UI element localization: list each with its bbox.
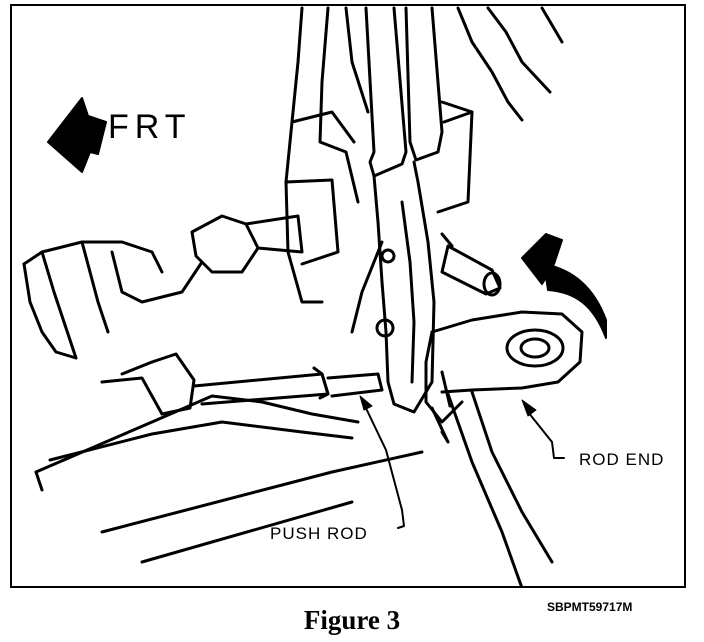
figure-frame: FRT ROD END PUSH ROD [10, 4, 686, 588]
figure-caption: Figure 3 [303, 605, 401, 635]
front-direction-arrow [47, 97, 107, 173]
push-rod-label: PUSH ROD [270, 524, 368, 543]
rotation-arrow [521, 233, 607, 339]
rod-end-leader [527, 411, 565, 459]
base-plate [34, 394, 424, 564]
rod-end-label: ROD END [579, 450, 665, 469]
upper-bracket [284, 6, 564, 334]
push-rod [100, 352, 384, 416]
retaining-pin [440, 232, 502, 297]
push-rod-leader-arrowhead [359, 395, 373, 411]
push-rod-leader [363, 403, 405, 529]
rod-end-leader-arrowhead [521, 399, 537, 417]
pliers [364, 6, 444, 414]
front-label: FRT [108, 108, 192, 146]
master-cylinder-boot [22, 178, 340, 360]
rod-end-lever [424, 310, 584, 586]
figure-code: SBPMT59717M [547, 600, 633, 614]
mechanical-illustration [22, 6, 607, 586]
